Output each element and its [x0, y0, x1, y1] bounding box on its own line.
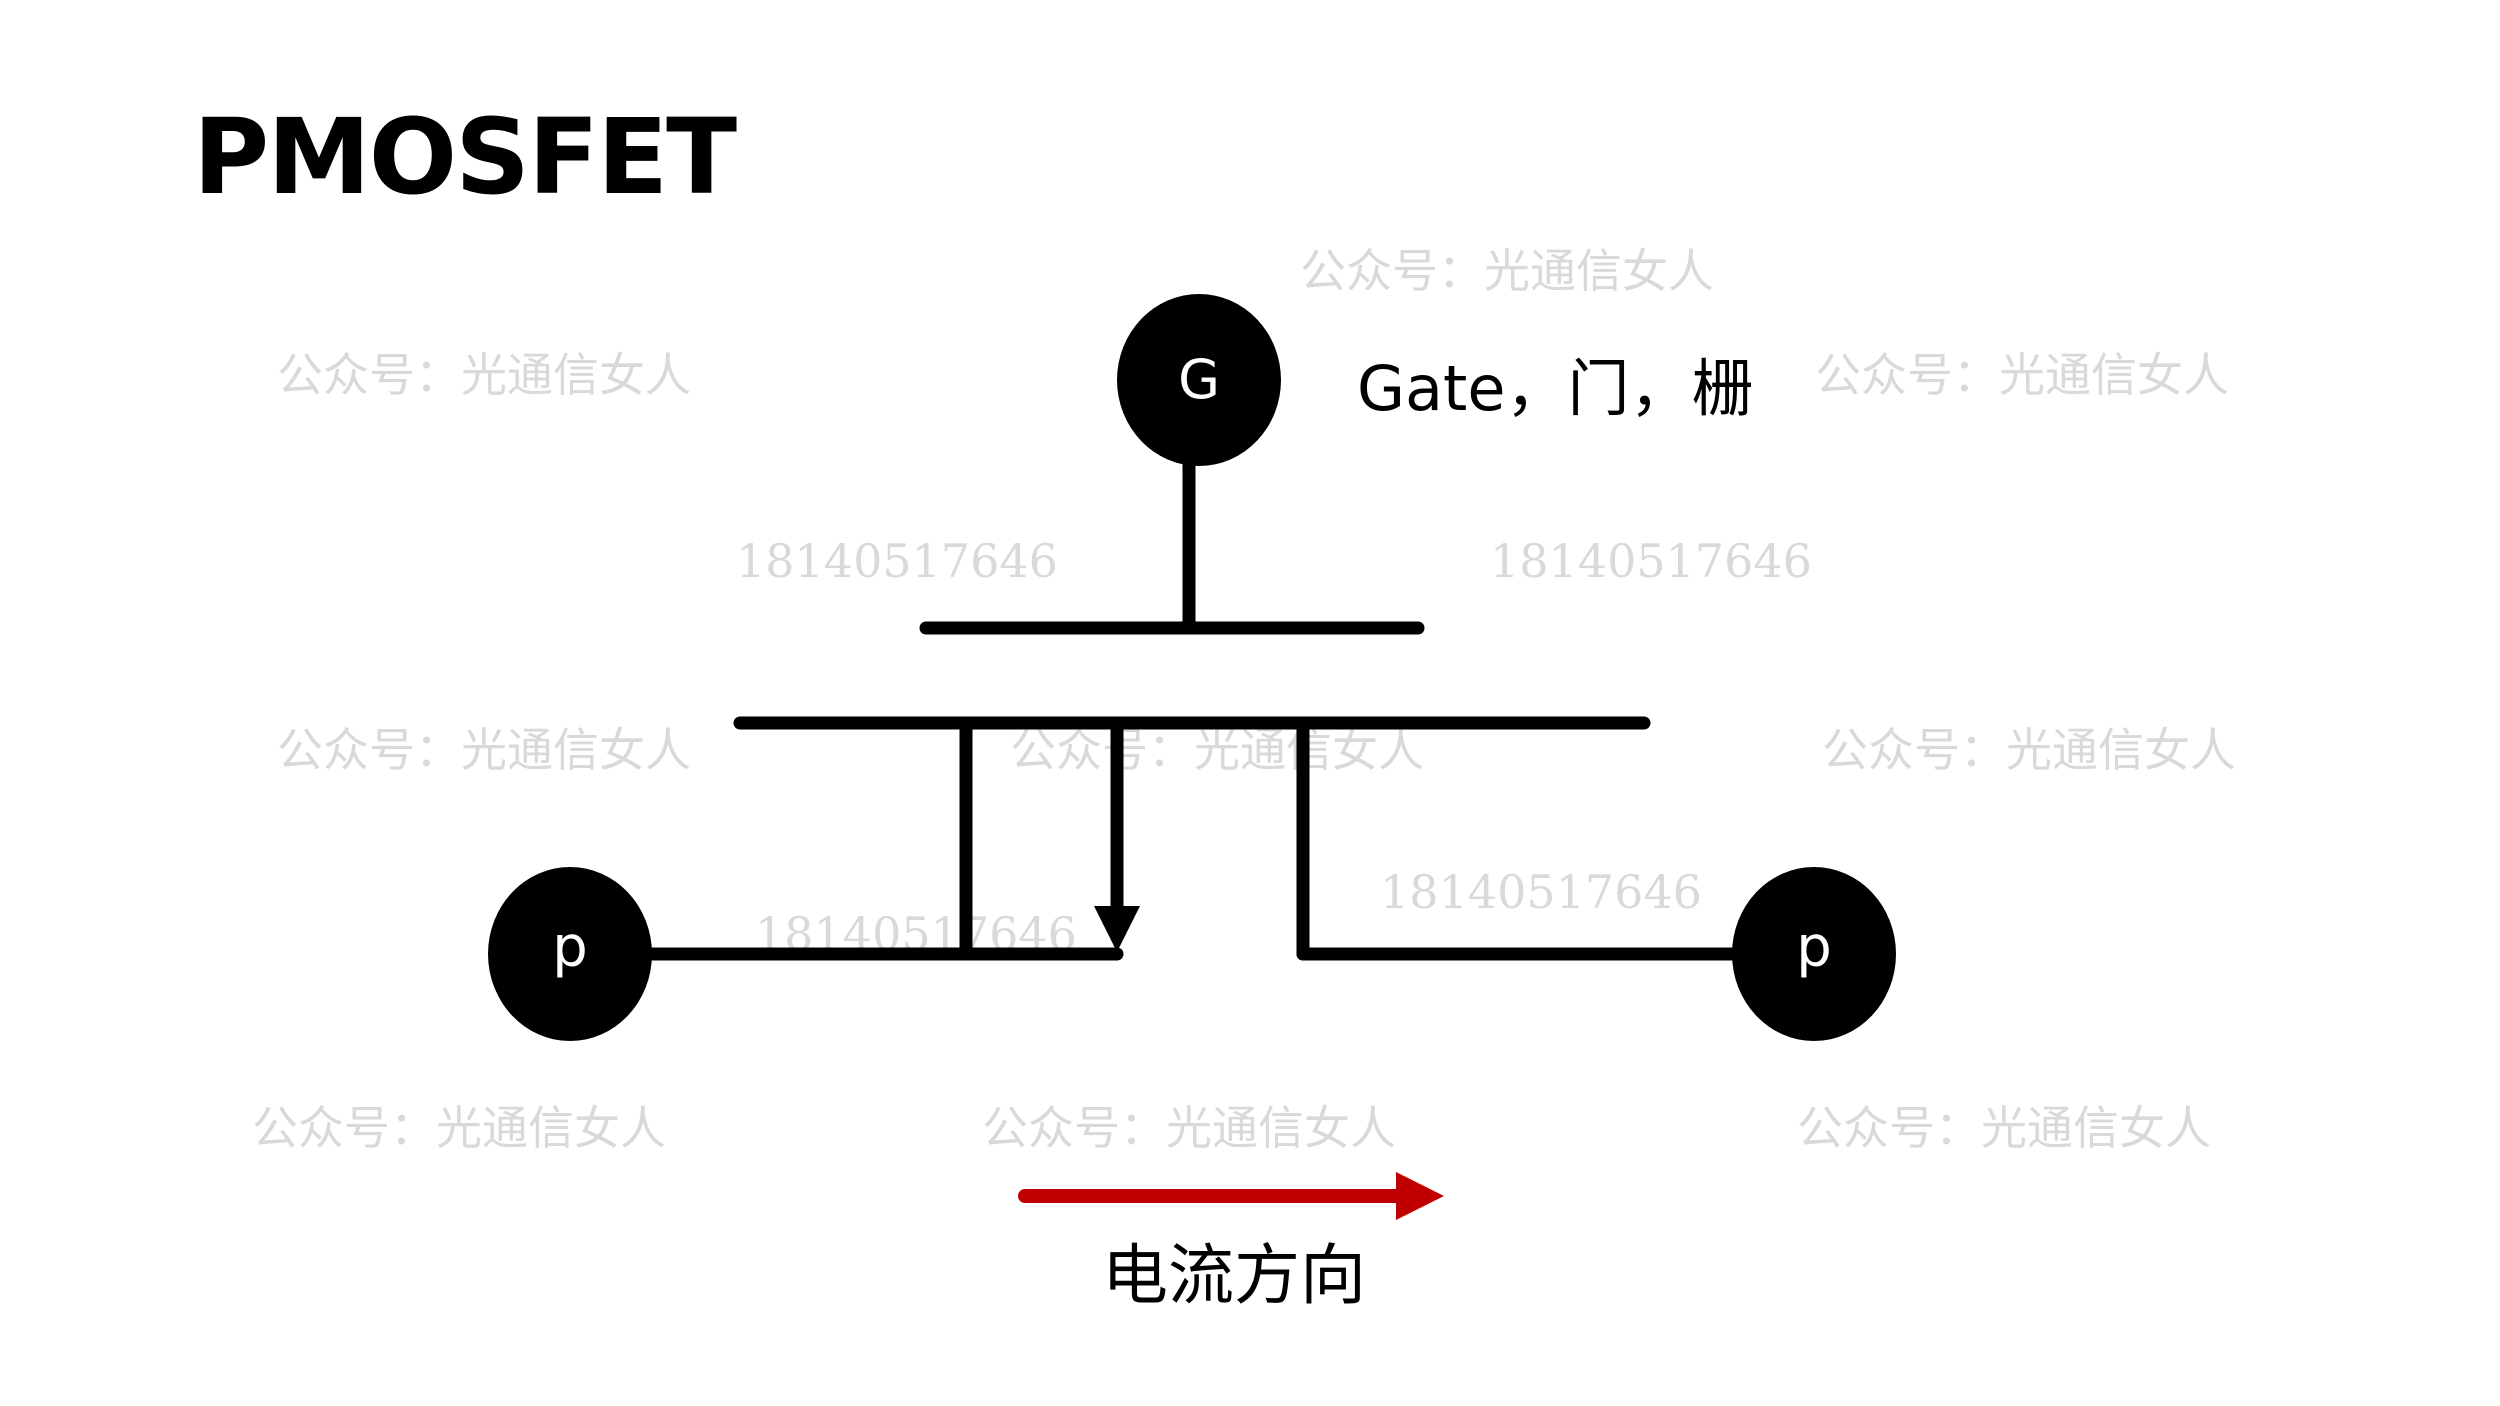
drain-terminal: [1732, 867, 1896, 1041]
watermark-phone: 18140517646: [736, 534, 1058, 588]
page-title: PMOSFET: [193, 96, 737, 218]
watermark-account: 公众号：光通信女人: [252, 1101, 666, 1155]
current-direction-label: 电流方向: [1102, 1237, 1366, 1314]
watermark-account: 公众号：光通信女人: [277, 723, 691, 777]
current-arrow-head-icon: [1396, 1172, 1444, 1220]
drain-symbol: p: [1796, 915, 1832, 980]
gate-symbol: G: [1178, 348, 1220, 411]
watermark-phone: 18140517646: [1490, 534, 1812, 588]
watermark-account: 公众号：光通信女人: [1300, 244, 1714, 298]
gate-label: Gate，门，栅: [1357, 352, 1754, 425]
source-terminal: [488, 867, 652, 1041]
watermark-account: 公众号：光通信女人: [1822, 723, 2236, 777]
watermark-account: 公众号：光通信女人: [1797, 1101, 2211, 1155]
gate-terminal: [1117, 294, 1281, 466]
watermark-account: 公众号：光通信女人: [982, 1101, 1396, 1155]
watermark-phone: 18140517646: [1380, 865, 1702, 919]
watermark-account: 公众号：光通信女人: [1010, 723, 1424, 777]
source-symbol: p: [552, 915, 588, 980]
body-arrow-head-icon: [1094, 906, 1140, 952]
watermark-account: 公众号：光通信女人: [277, 348, 691, 402]
watermark-account: 公众号：光通信女人: [1815, 348, 2229, 402]
